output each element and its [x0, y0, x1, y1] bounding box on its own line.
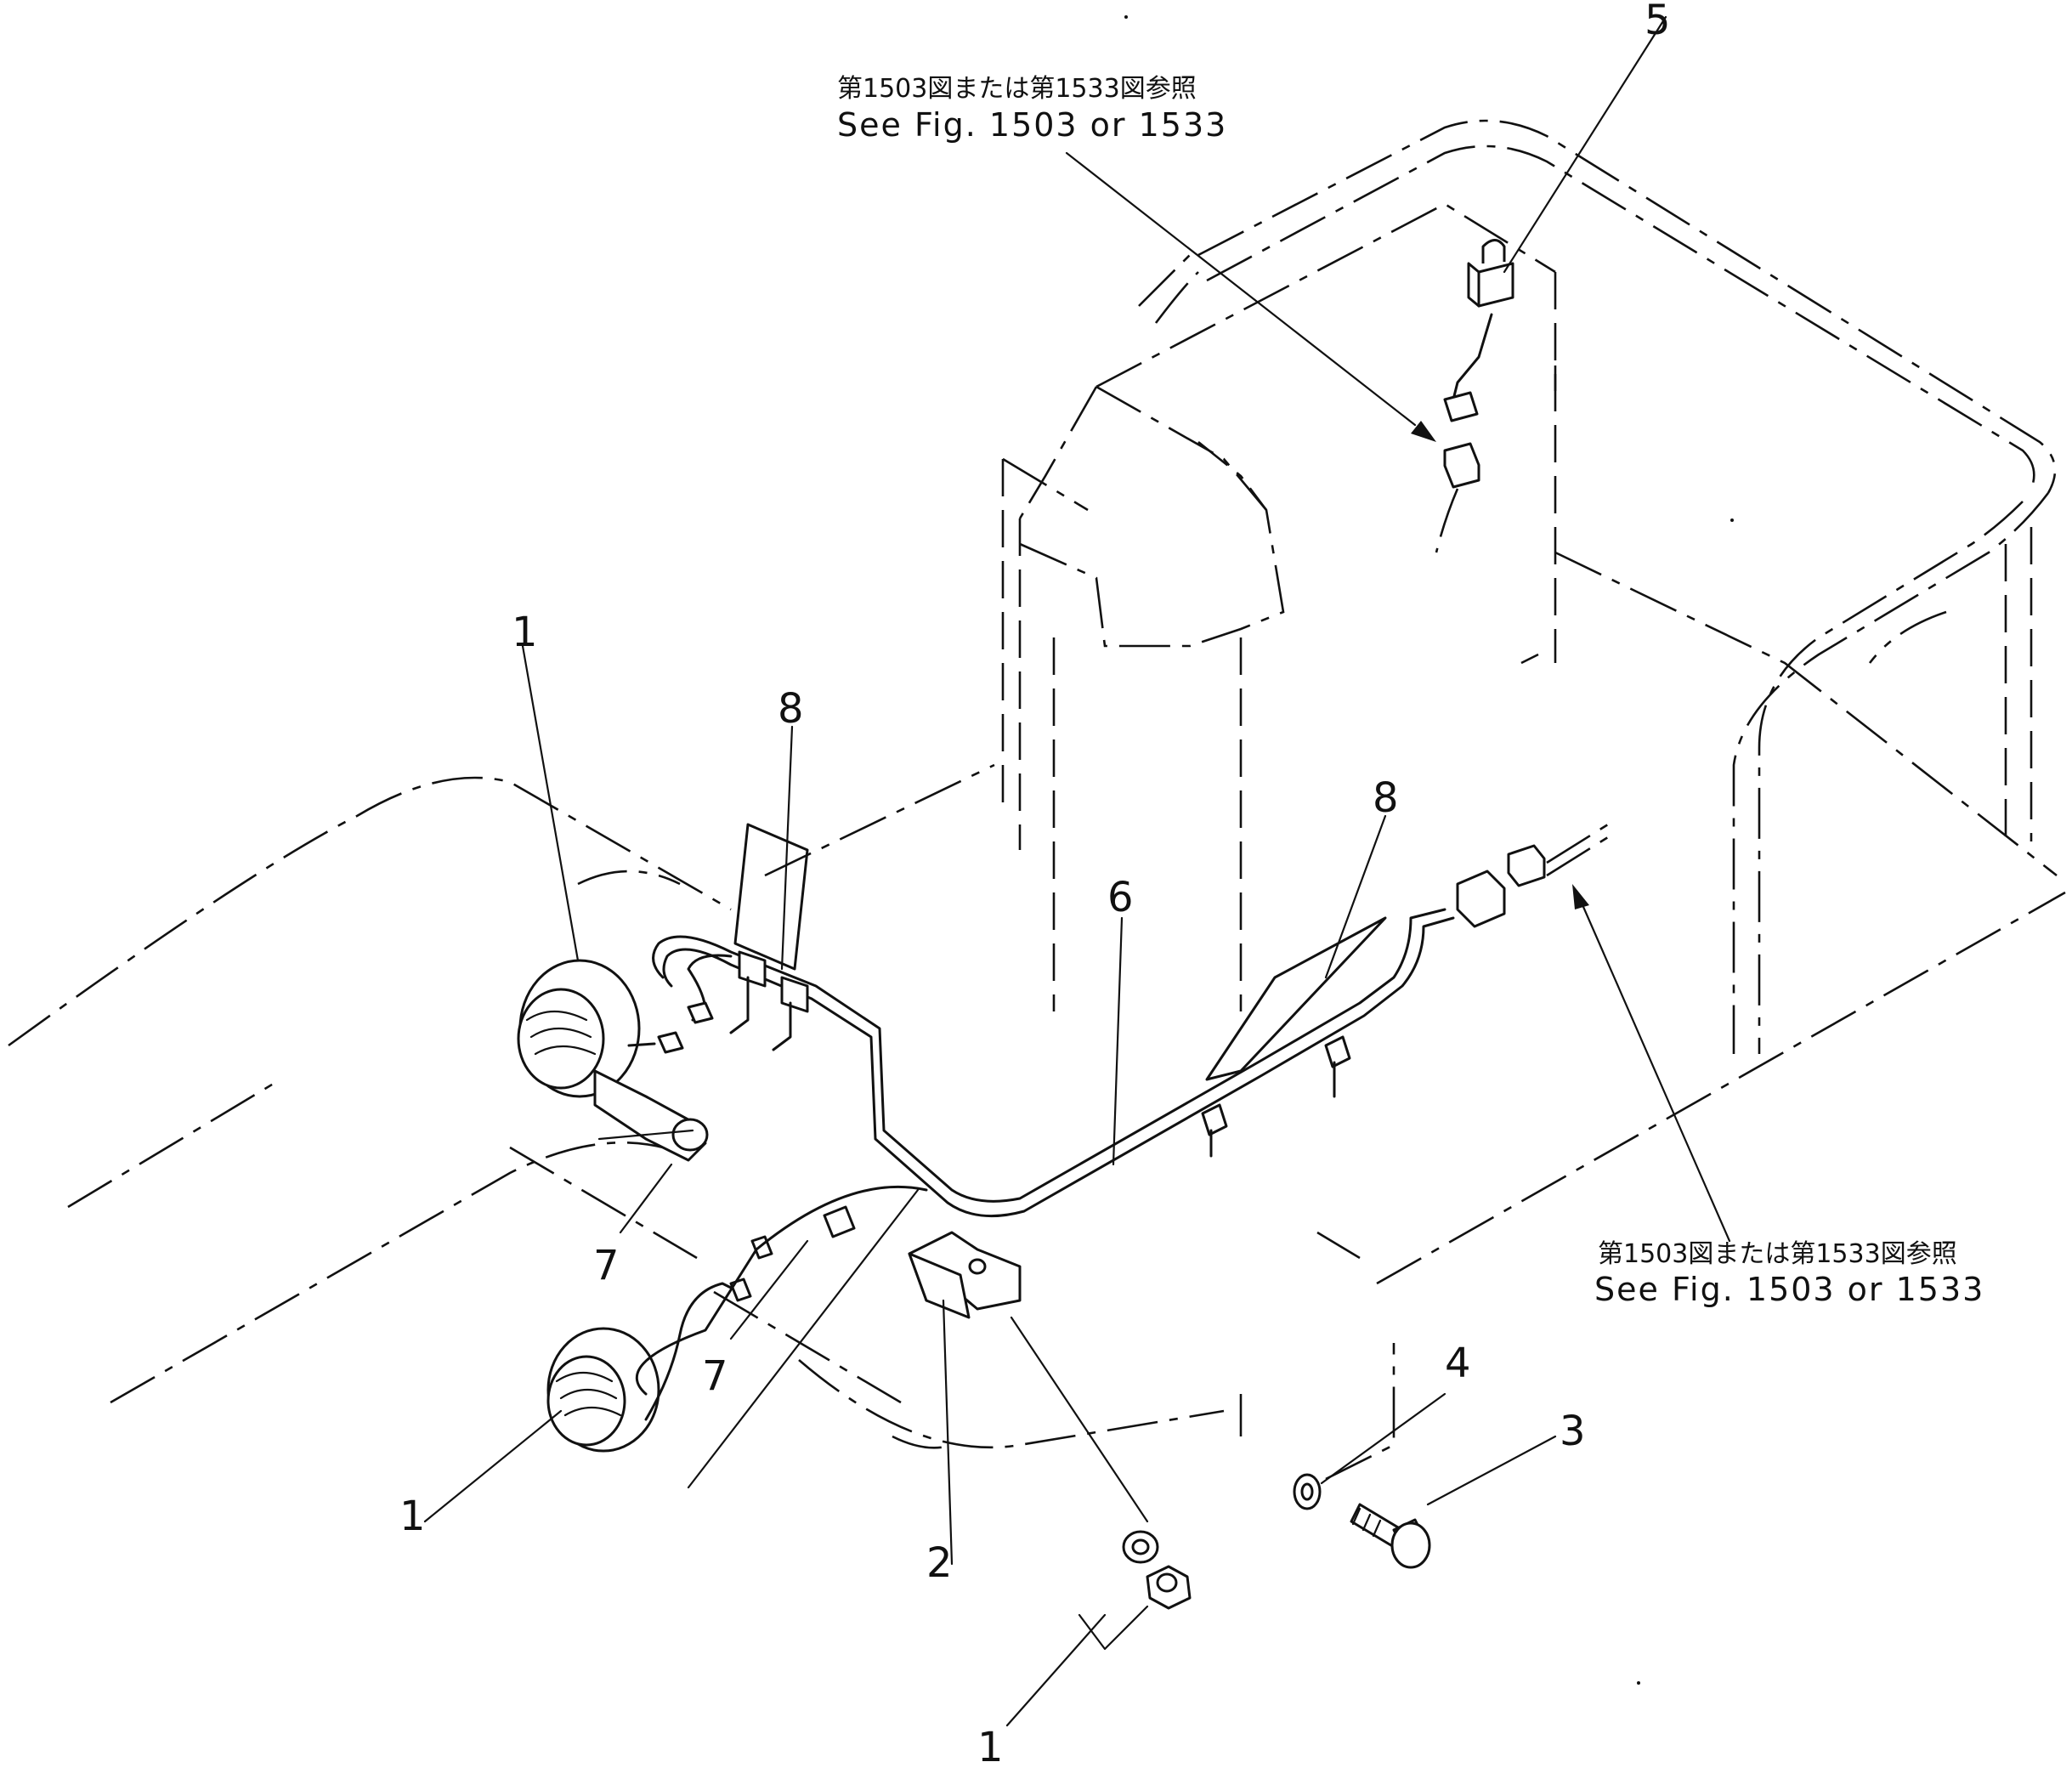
- callout-3: 3: [1560, 1408, 1586, 1455]
- arrow-head: [1411, 421, 1436, 442]
- cross-ref-jp: 第1503図または第1533図参照: [837, 74, 1197, 104]
- callout-4: 4: [1445, 1340, 1471, 1387]
- stray-dot: [1637, 1681, 1640, 1685]
- headlamp-lower: [546, 1185, 928, 1453]
- cross-ref-en: See Fig. 1503 or 1533: [1594, 1271, 1984, 1308]
- harness-clamp: [1201, 1103, 1228, 1136]
- wiring-harness: [652, 819, 1616, 1218]
- callout-7-lower: 7: [702, 1352, 728, 1400]
- stray-dot: [1730, 518, 1734, 522]
- washer: [1293, 1473, 1322, 1510]
- headlamp-upper: [517, 959, 714, 1162]
- harness-connector: [1456, 870, 1506, 928]
- cross-ref-en: See Fig. 1503 or 1533: [837, 106, 1227, 144]
- nut-and-washer: [1122, 1530, 1192, 1610]
- callout-8-right: 8: [1373, 774, 1399, 822]
- leader-lines: [423, 15, 1731, 1727]
- callout-8-left: 8: [778, 685, 804, 733]
- callout-2: 2: [926, 1539, 953, 1587]
- decal-left: [733, 823, 809, 971]
- callout-7-upper: 7: [593, 1242, 620, 1289]
- callout-1-upper: 1: [512, 609, 538, 656]
- callout-numbers: 1 1 1 2 3 4 5 6 7 7 8 8: [399, 0, 1671, 1771]
- harness-clamp: [780, 976, 809, 1013]
- harness-clamp: [1324, 1035, 1351, 1068]
- decal-right: [1205, 916, 1387, 1081]
- callout-5: 5: [1645, 0, 1671, 44]
- callout-1-nut: 1: [977, 1724, 1004, 1771]
- seat-switch: [1435, 239, 1514, 553]
- bracket: [908, 1231, 1022, 1319]
- cross-ref-jp: 第1503図または第1533図参照: [1598, 1239, 1957, 1269]
- harness-clamp: [738, 950, 767, 988]
- callout-1-lower: 1: [399, 1493, 426, 1540]
- arrow-head: [1572, 884, 1589, 909]
- cross-reference-upper: 第1503図または第1533図参照 See Fig. 1503 or 1533: [837, 74, 1227, 144]
- harness-connector: [1507, 844, 1546, 887]
- stray-dot: [1124, 15, 1128, 19]
- bolt: [1350, 1503, 1431, 1569]
- cross-reference-lower: 第1503図または第1533図参照 See Fig. 1503 or 1533: [1594, 1239, 1984, 1308]
- callout-6: 6: [1107, 874, 1134, 921]
